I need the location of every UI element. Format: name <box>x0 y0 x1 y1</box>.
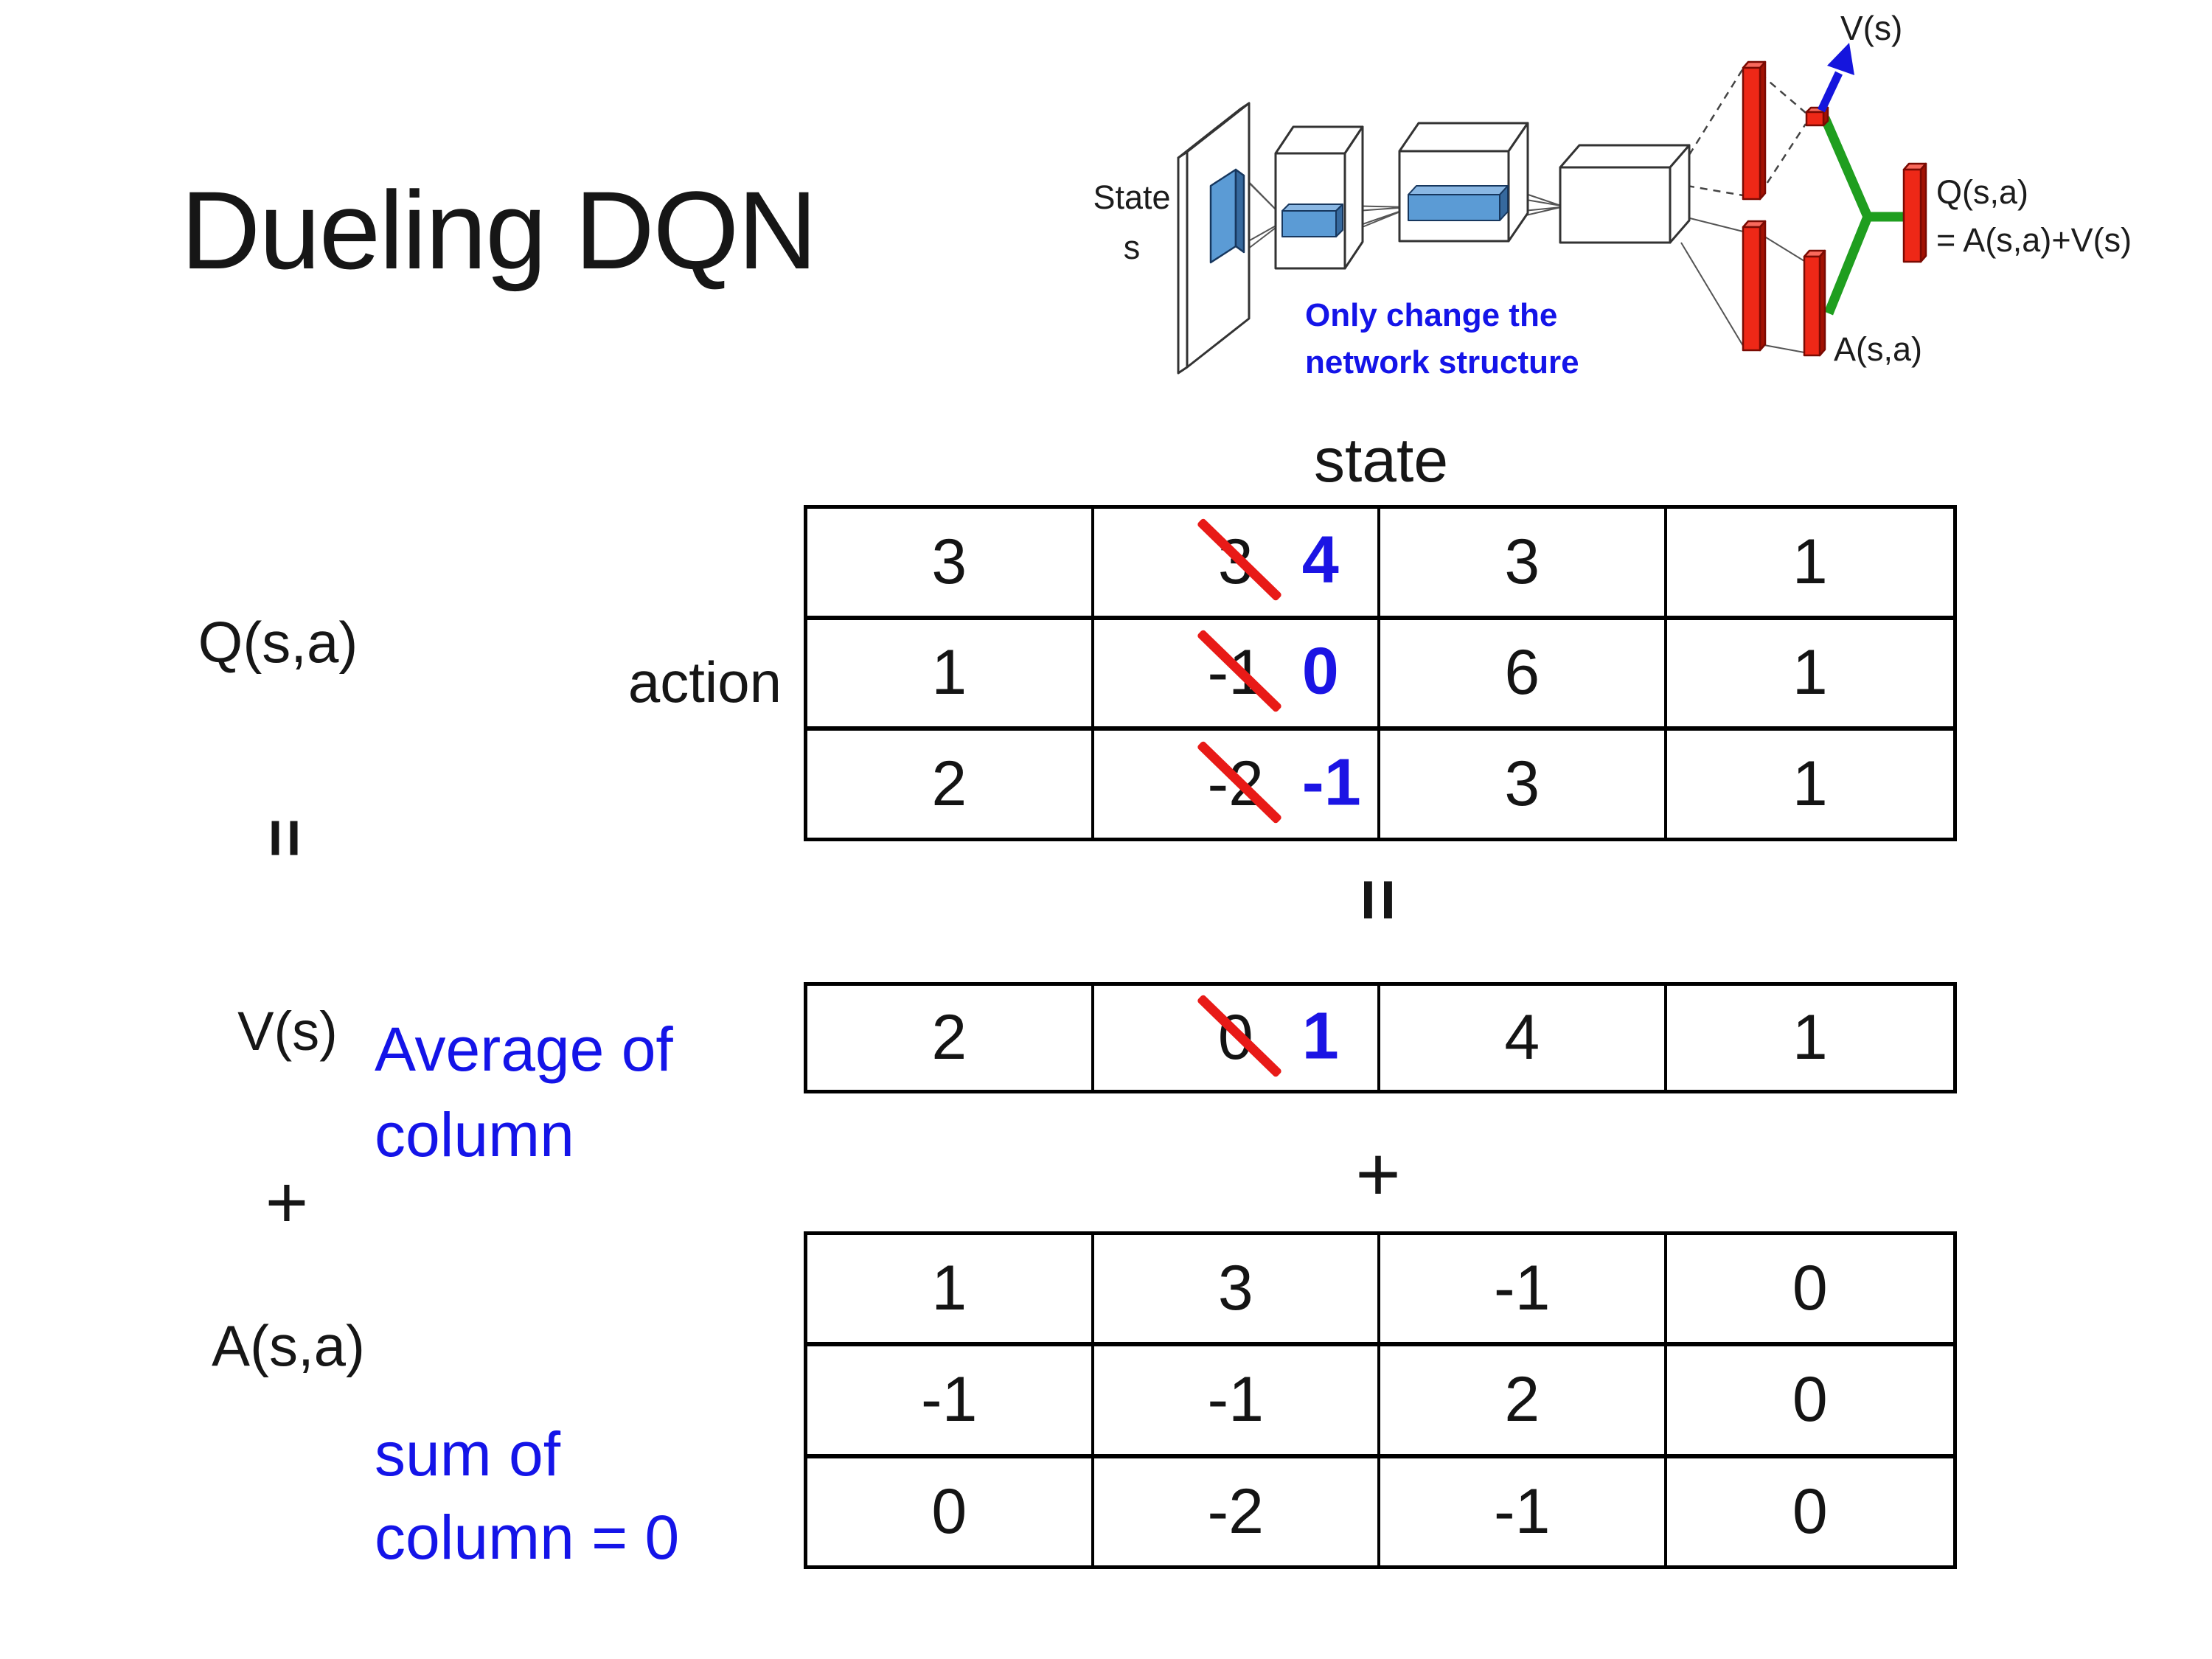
dashed-split-lines <box>1686 68 1807 197</box>
q-output-label: Q(s,a) = A(s,a)+V(s) <box>1936 173 2132 260</box>
q-cell-r2c2: 3 <box>1380 731 1667 838</box>
a-cell-r1c2: 2 <box>1380 1346 1667 1458</box>
conv-box-1 <box>1274 125 1364 270</box>
a-cell-r1c3: 0 <box>1666 1346 1953 1458</box>
new-value: 4 <box>1301 523 1339 597</box>
q-cell-r0c0: 3 <box>807 509 1094 620</box>
a-cell-r2c1: -2 <box>1094 1458 1380 1565</box>
q-cell-r0c2: 3 <box>1380 509 1667 620</box>
cell-value: 1 <box>1792 748 1828 820</box>
cell-value: 2 <box>931 748 967 820</box>
cell-value: -1 <box>921 1364 978 1436</box>
network-structure-note: Only change the network structure <box>1305 297 1579 380</box>
v-cell-c3: 1 <box>1667 986 1954 1090</box>
plus-sign-center: + <box>1355 1131 1401 1217</box>
fc-bar-advantage-stream <box>1742 220 1767 352</box>
cell-value: 3 <box>1217 1253 1253 1324</box>
cell-value: -1 <box>1207 1364 1264 1436</box>
q-output-bar <box>1902 162 1927 263</box>
advantage-table: 1 3 -1 0 -1 -1 2 0 0 -2 -1 0 <box>804 1231 1957 1569</box>
state-input-label: State s <box>1093 178 1171 266</box>
a-matrix-label: A(s,a) <box>211 1313 366 1378</box>
cell-value: 0 <box>1792 1364 1828 1436</box>
fc-bar-value-stream <box>1742 60 1767 201</box>
cell-value: -2 <box>1207 1475 1264 1547</box>
new-value: 1 <box>1301 998 1339 1073</box>
q-cell-r0c3: 1 <box>1666 509 1953 620</box>
q-matrix-label: Q(s,a) <box>198 610 358 675</box>
q-cell-r1c0: 1 <box>807 619 1094 731</box>
q-cell-r2c1-crossed: -2 -1 <box>1094 731 1380 838</box>
equals-glyph: = <box>1337 877 1420 922</box>
cell-value: 2 <box>931 1002 967 1073</box>
cell-value: 1 <box>1792 637 1828 709</box>
a-cell-r2c2: -1 <box>1380 1458 1667 1565</box>
cell-value: -1 <box>1494 1475 1551 1547</box>
a-cell-r0c2: -1 <box>1380 1235 1667 1347</box>
value-output-label: V(s) <box>1840 9 1903 47</box>
a-cell-r1c1: -1 <box>1093 1346 1380 1458</box>
fan-lines <box>1237 171 1805 353</box>
cell-value: 1 <box>1792 1002 1828 1073</box>
cell-value: 0 <box>1792 1253 1828 1324</box>
a-cell-r1c0: -1 <box>807 1346 1094 1458</box>
dueling-network-diagram <box>1177 43 1927 375</box>
conv-patch-icon <box>1209 168 1245 264</box>
q-cell-r1c2: 6 <box>1380 619 1667 731</box>
advantage-output-label: A(s,a) <box>1834 330 1923 368</box>
equals-sign-center: = <box>1338 863 1420 936</box>
merge-lines <box>1820 116 1904 316</box>
new-value: 0 <box>1301 634 1339 709</box>
v-cell-c2: 4 <box>1380 986 1667 1090</box>
a-cell-r0c1: 3 <box>1093 1235 1380 1347</box>
cell-value: 0 <box>931 1475 967 1547</box>
a-sum-note: sum of column = 0 <box>375 1419 680 1573</box>
q-cell-r1c3: 1 <box>1666 620 1953 731</box>
equals-sign-left: = <box>247 801 323 874</box>
cell-value: 1 <box>931 1253 967 1324</box>
q-cell-r0c1-crossed: 3 4 <box>1093 509 1380 620</box>
advantage-vector-bar <box>1803 249 1826 357</box>
cell-value: 1 <box>931 637 967 709</box>
v-average-note: Average of column <box>375 1015 673 1169</box>
a-cell-r0c0: 1 <box>807 1235 1094 1347</box>
cell-value: 2 <box>1504 1364 1540 1436</box>
cell-value: 3 <box>1504 526 1540 597</box>
q-cell-r1c1-crossed: -1 0 <box>1093 619 1380 731</box>
q-cell-r2c0: 2 <box>807 731 1094 838</box>
a-cell-r2c0: 0 <box>807 1458 1094 1565</box>
q-value-table: 3 3 4 3 1 1 -1 0 6 1 2 -2 -1 3 1 <box>804 505 1957 841</box>
cell-value: 4 <box>1504 1002 1540 1073</box>
state-axis-label: state <box>1313 425 1449 495</box>
v-vector-label: V(s) <box>237 1001 338 1062</box>
v-value-row: 2 0 1 4 1 <box>804 982 1957 1093</box>
a-cell-r2c3: 0 <box>1667 1458 1954 1565</box>
cell-value: 1 <box>1792 526 1828 597</box>
cell-value: 3 <box>931 526 967 597</box>
feature-bar-2 <box>1408 185 1509 221</box>
cell-value: 6 <box>1504 637 1540 709</box>
equals-glyph: = <box>247 818 323 858</box>
v-cell-c1-crossed: 0 1 <box>1094 986 1380 1090</box>
slide-title: Dueling DQN <box>181 168 818 292</box>
conv-box-3 <box>1559 144 1691 244</box>
new-value: -1 <box>1301 745 1361 820</box>
conv-box-2 <box>1398 122 1529 243</box>
cell-value: 0 <box>1792 1475 1828 1547</box>
cell-value: -1 <box>1494 1253 1551 1324</box>
value-arrow-icon <box>1818 43 1854 113</box>
q-cell-r2c3: 1 <box>1667 731 1954 838</box>
plus-sign-left: + <box>265 1161 309 1244</box>
a-cell-r0c3: 0 <box>1666 1235 1953 1347</box>
v-cell-c0: 2 <box>807 986 1094 1090</box>
action-axis-label: action <box>627 650 782 714</box>
cell-value: 3 <box>1504 748 1540 820</box>
feature-bar-1 <box>1281 204 1343 237</box>
